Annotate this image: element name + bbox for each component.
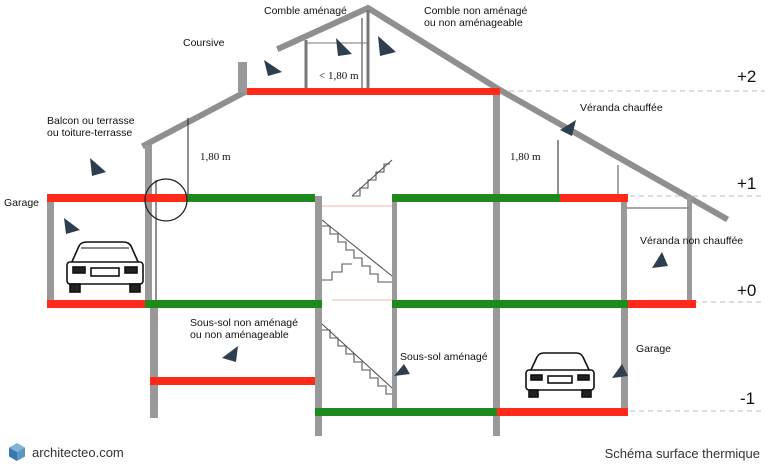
caption: Schéma surface thermique: [604, 446, 760, 461]
car-icon-left: [66, 241, 144, 293]
veranda-frame: [617, 165, 690, 209]
brand-name: architecteo.com: [32, 444, 124, 460]
level-label-minus1: -1: [740, 389, 755, 408]
brand: architecteo.com: [8, 442, 124, 462]
label-coursive: Coursive: [183, 37, 225, 49]
label-garage-right: Garage: [636, 343, 671, 355]
pointer-arrows: [64, 36, 668, 378]
level-label-zero: +0: [737, 281, 756, 300]
label-veranda-chauffee: Véranda chauffée: [580, 102, 663, 114]
measure-right-height: 1,80 m: [510, 151, 541, 163]
label-veranda-non-chauffee: Véranda non chauffée: [640, 235, 743, 247]
car-icon-right: [525, 352, 595, 398]
floor-slabs: [47, 88, 696, 416]
measure-left-height: 1,80 m: [200, 151, 231, 163]
detail-circle: [144, 178, 188, 222]
label-garage-left: Garage: [4, 197, 39, 209]
staircase: [321, 159, 393, 395]
architecteo-logo-icon: [9, 443, 25, 461]
chimney: [238, 62, 247, 92]
label-comble-amenage: Comble aménagé: [264, 5, 347, 17]
label-sous-sol-non-amenage: Sous-sol non aménagé ou non aménageable: [190, 317, 301, 341]
level-label-plus2: +2: [737, 67, 756, 86]
level-label-plus1: +1: [737, 174, 756, 193]
label-comble-non-amenage: Comble non aménagé ou non aménageable: [424, 5, 530, 29]
measure-attic-height: < 1,80 m: [319, 70, 359, 82]
label-balcon: Balcon ou terrasse ou toiture-terrasse: [47, 115, 137, 139]
label-sous-sol-amenage: Sous-sol aménagé: [400, 351, 488, 363]
